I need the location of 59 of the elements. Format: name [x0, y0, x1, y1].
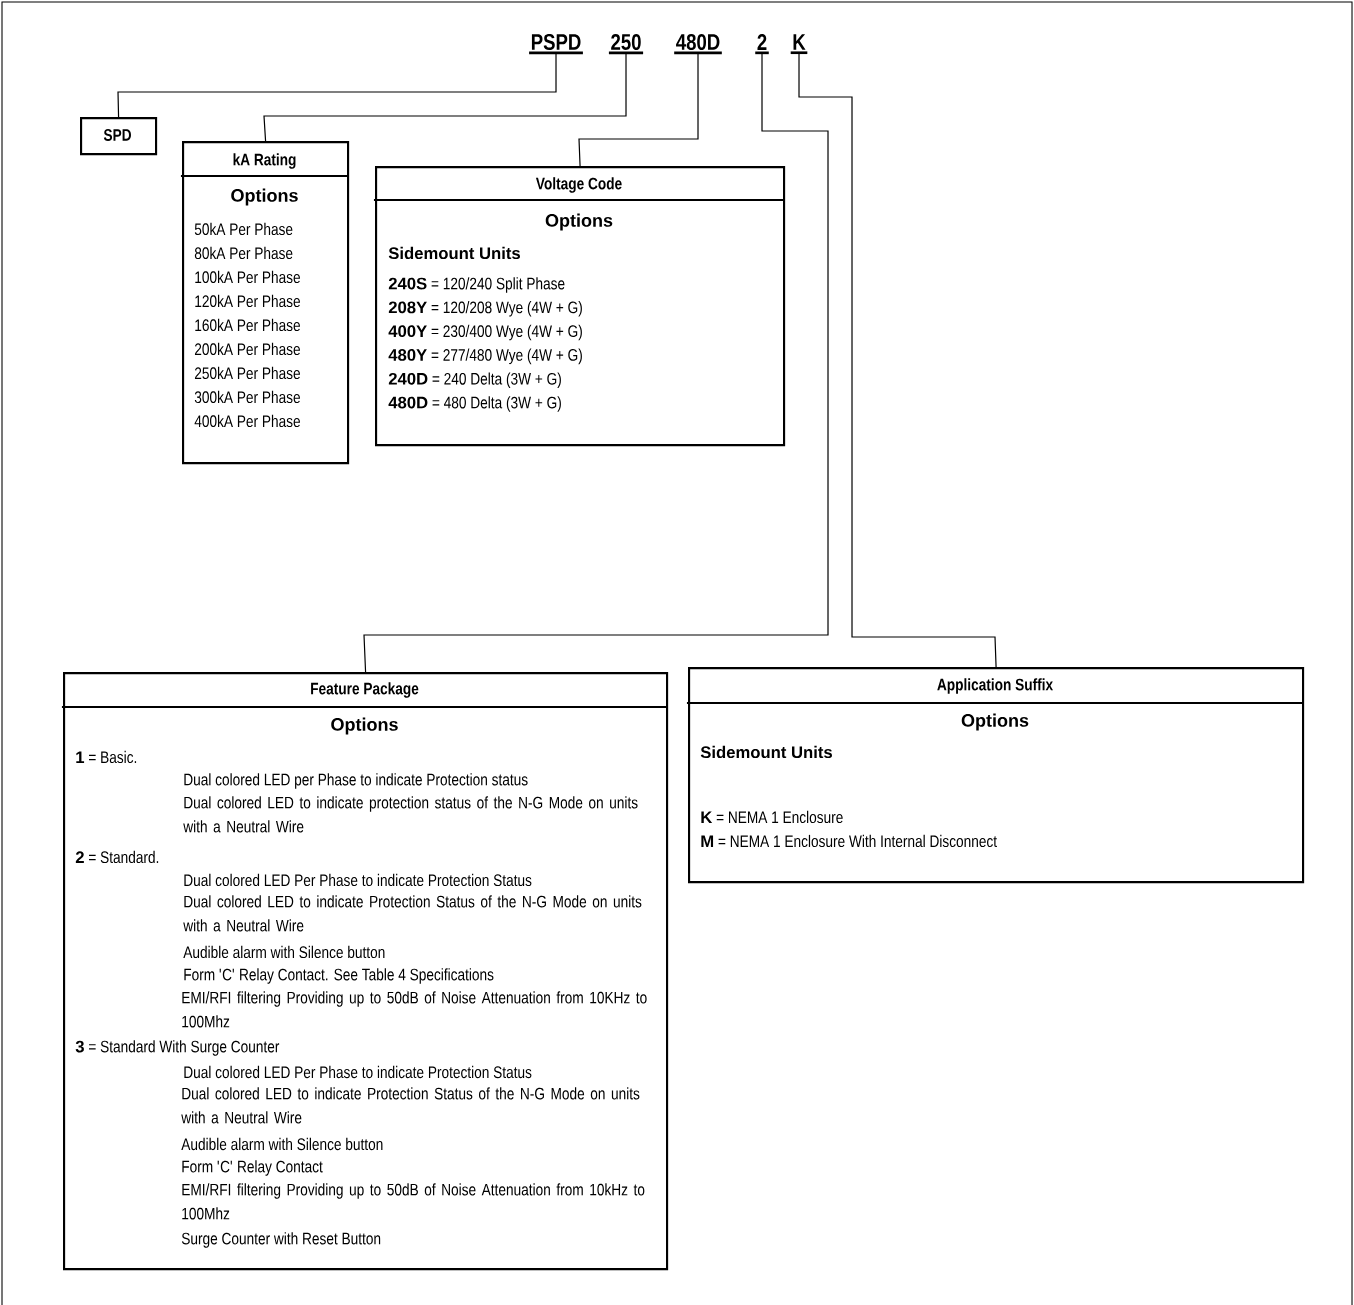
option-detail: Audible alarm with Silence button [183, 945, 385, 959]
option-item: 3 = Standard With Surge Counter [75, 1040, 280, 1056]
options-heading: Options [961, 713, 1029, 731]
option-detail: Dual colored LED per Phase to indicate Protection status [184, 773, 528, 789]
code-segment: 2 [755, 34, 769, 55]
option-detail: EMI/RFI filtering Providing up to 50dB of Noise Attenuation from 10KHz to 100Mhz [182, 991, 647, 1028]
code-box [80, 117, 158, 156]
option-detail: Surge Counter with Reset Button [181, 1232, 381, 1248]
option-table [373, 166, 786, 447]
option-item: 300kA Per Phase [194, 390, 300, 404]
option-detail: Form 'C' Relay Contact [182, 1160, 323, 1176]
option-item: 2 = Standard. [75, 850, 159, 864]
connector-line [578, 52, 699, 167]
table-heading: Feature Package [311, 682, 419, 698]
table-heading: Application Suffix [937, 678, 1053, 694]
option-item: M = NEMA 1 Enclosure With Internal Disconnect [701, 834, 997, 848]
code-label: SPD [103, 129, 131, 141]
option-item: 200kA Per Phase [194, 342, 300, 356]
connector-line [263, 52, 627, 142]
code-segment: 250 [608, 33, 644, 55]
option-item: K = NEMA 1 Enclosure [701, 810, 843, 824]
option-detail: Dual colored LED Per Phase to indicate Protection Status [184, 873, 532, 887]
table-heading: Voltage Code [535, 177, 622, 193]
option-item: 400Y = 230/400 Wye (4W + G) [388, 324, 582, 341]
option-detail: Dual colored LED to indicate protection status of the N-G Mode on units with a Neutral Wire [183, 796, 638, 833]
options-heading: Options [231, 188, 298, 206]
code-segment: PSPD [529, 33, 583, 55]
option-detail: Dual colored LED Per Phase to indicate Protection Status [184, 1065, 532, 1079]
option-table [686, 667, 1305, 884]
option-item: 1 = Basic. [76, 750, 137, 764]
option-detail: EMI/RFI filtering Providing up to 50dB of Noise Attenuation from 10kHz to 100Mhz [182, 1183, 645, 1220]
option-item: 160kA Per Phase [195, 318, 300, 332]
option-item: 100kA Per Phase [195, 270, 300, 284]
option-item: 240S = 120/240 Split Phase [388, 277, 565, 293]
options-heading: Options [331, 717, 398, 735]
option-item: 400kA Per Phase [194, 414, 300, 428]
connector-line [117, 52, 557, 118]
option-item: 240D = 240 Delta (3W + G) [388, 372, 561, 388]
section-heading: Sidemount Units [388, 246, 520, 260]
option-item: 480Y = 277/480 Wye (4W + G) [388, 348, 582, 365]
option-detail: Form 'C' Relay Contact. See Table 4 Specifications [184, 968, 494, 984]
table-heading: kA Rating [233, 153, 296, 169]
option-item: 208Y = 120/208 Wye (4W + G) [388, 301, 582, 317]
connector-line [363, 52, 829, 673]
option-item: 480D = 480 Delta (3W + G) [388, 396, 561, 412]
code-segment: K [790, 34, 808, 55]
section-heading: Sidemount Units [700, 745, 832, 759]
option-item: 50kA Per Phase [194, 222, 293, 236]
option-detail: Audible alarm with Silence button [181, 1137, 383, 1151]
option-detail: Dual colored LED to indicate Protection Status of the N-G Mode on units with a Neutral Wire [181, 1087, 640, 1124]
option-item: 80kA Per Phase [194, 246, 293, 260]
code-segment: 480D [674, 33, 722, 55]
connector-line [798, 52, 997, 668]
option-detail: Dual colored LED to indicate Protection Status of the N-G Mode on units with a Neutral Wire [183, 895, 642, 932]
option-item: 250kA Per Phase [194, 366, 300, 380]
options-heading: Options [545, 213, 613, 231]
option-table [180, 141, 350, 465]
option-item: 120kA Per Phase [195, 294, 300, 308]
option-table [61, 672, 669, 1271]
